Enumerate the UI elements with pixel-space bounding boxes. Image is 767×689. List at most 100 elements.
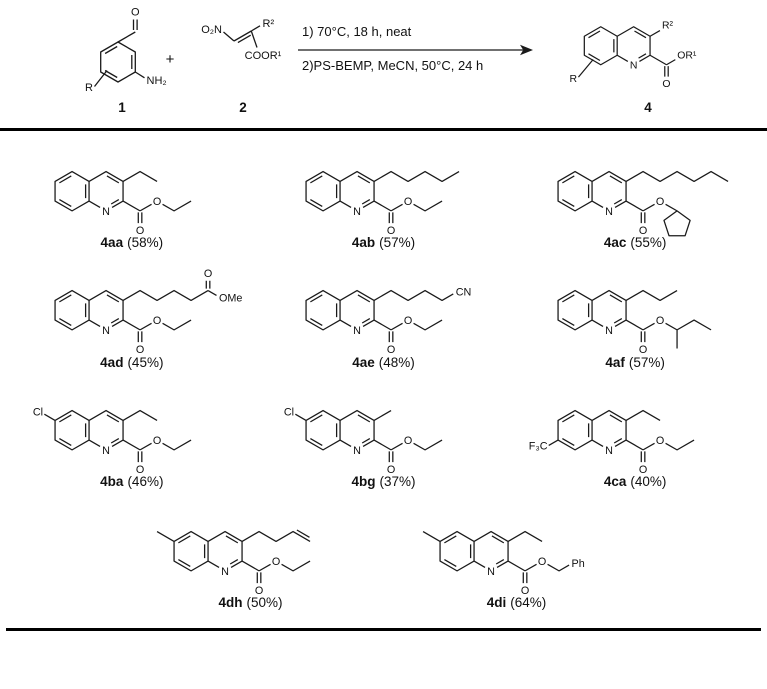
ester-bonds — [122, 319, 153, 344]
quinoline-skeleton — [54, 290, 124, 331]
atom-label-cl: Cl — [33, 406, 43, 418]
atom-label-o-ester: O — [537, 556, 545, 568]
structure-4di: N O O Ph — [422, 530, 584, 597]
atom-label-n: N — [102, 444, 110, 456]
ester-bonds — [373, 200, 404, 224]
atom-label-ph: Ph — [571, 558, 584, 570]
product-caption: 4ba(46%) — [100, 474, 163, 489]
plus-sign: + — [166, 51, 175, 68]
atom-label-o-ester: O — [404, 196, 412, 208]
secbutyl-ester — [665, 319, 712, 349]
hexyl-substituent — [625, 170, 729, 183]
structure-4dh: N O O — [156, 529, 311, 597]
atom-label-n: N — [221, 566, 229, 578]
product-yield: (37%) — [379, 473, 416, 489]
product-id: 4aa — [100, 235, 124, 251]
product-id: 4ac — [603, 235, 627, 251]
ester-bonds — [122, 200, 153, 224]
pentyl-substituent — [374, 170, 460, 183]
product-yield: (45%) — [127, 354, 164, 370]
ester-chain-substituent — [122, 281, 217, 302]
quinoline-skeleton — [172, 530, 243, 572]
ethoxy-bonds — [280, 560, 311, 572]
product-yield: (50%) — [246, 595, 283, 611]
aldehyde-bonds — [117, 19, 138, 43]
ester-bonds — [506, 560, 537, 584]
atom-label-o-carbonyl: O — [254, 585, 262, 597]
atom-label-n: N — [354, 444, 362, 456]
product-yield: (57%) — [628, 354, 665, 370]
product-id: 4di — [486, 595, 507, 611]
product-caption: 4ac(55%) — [604, 235, 667, 250]
product-id: 4af — [605, 354, 625, 370]
structure-4ad: N O O O OMe — [54, 268, 242, 356]
chloro-bond — [43, 413, 56, 421]
atom-label-o-ester: O — [656, 196, 664, 208]
r-variable-bond — [577, 59, 594, 78]
product-caption: 4ab(57%) — [352, 235, 415, 250]
product-caption: 4ca(40%) — [604, 474, 667, 489]
atom-label-nh2: NH₂ — [147, 75, 167, 87]
benzene-ring — [100, 41, 136, 83]
atom-label-o-carbonyl: O — [639, 463, 647, 475]
cyano-chain-substituent — [374, 290, 455, 302]
ethoxy-bonds — [413, 319, 444, 331]
atom-label-o-ester: O — [656, 435, 664, 447]
ester-group-bond — [250, 30, 258, 48]
product-cell: N O O Cl 4ba(46%) — [6, 380, 258, 499]
ethoxy-bonds — [161, 438, 192, 451]
product-caption: 4ae(48%) — [352, 355, 415, 370]
ring-methyl-bond — [422, 530, 440, 542]
ethyl-substituent — [625, 409, 661, 421]
ester-bonds — [240, 560, 271, 584]
atom-label-o-carbonyl: O — [136, 225, 144, 237]
product-cell: N O O 4ac(55%) — [509, 141, 761, 260]
atom-label-f3c: F₃C — [529, 440, 548, 452]
product-yield: (40%) — [630, 473, 667, 489]
divider-bottom — [6, 628, 761, 632]
atom-label-n: N — [487, 566, 495, 578]
structure-4af: N O O — [557, 290, 712, 356]
atom-label-cl: Cl — [284, 406, 294, 418]
scheme-drawing: O NH₂ R 1 + O₂N R² COOR¹ 2 — [85, 7, 697, 116]
reactant-1-structure: O NH₂ R — [85, 7, 167, 95]
product-yield: (58%) — [127, 235, 164, 251]
arrow-head — [520, 44, 533, 56]
atom-label-ome: OMe — [219, 293, 242, 305]
atom-label-o-carbonyl: O — [520, 585, 528, 597]
cyclopentyl-ester — [663, 203, 691, 237]
reaction-arrow: 1) 70°C, 18 h, neat 2)PS-BEMP, MeCN, 50°… — [298, 24, 533, 73]
r-variable-bond — [93, 70, 108, 87]
quinoline-skeleton — [583, 26, 651, 66]
ethoxy-bonds — [161, 319, 192, 331]
ester-bonds — [625, 200, 656, 224]
reactant-2-structure: O₂N R² COOR¹ — [201, 18, 281, 62]
quinoline-skeleton — [557, 290, 627, 331]
quinoline-skeleton — [305, 290, 376, 331]
methyl-substituent — [374, 409, 392, 421]
alkene-double-bond — [233, 30, 252, 44]
product-caption: 4ad(45%) — [100, 355, 163, 370]
product-yield: (64%) — [510, 595, 547, 611]
structure-4bg: N O O Cl — [284, 406, 444, 475]
ring-methyl-bond — [156, 530, 174, 542]
product-cell: N O O CN 4ae(48%) — [258, 260, 510, 379]
product-id: 4bg — [351, 473, 376, 489]
amine-bond — [134, 71, 145, 79]
reactant-2-number: 2 — [239, 100, 247, 115]
atom-label-o-ester: O — [404, 315, 412, 327]
r2-bond — [250, 25, 261, 32]
atom-label-o-carbonyl: O — [387, 463, 395, 475]
product-4-structure: N R² O OR¹ R — [569, 21, 696, 90]
structure-4ba: N O O Cl — [33, 406, 192, 475]
ester-bonds — [373, 438, 404, 463]
product-cell: N O O 4ab(57%) — [258, 141, 510, 260]
atom-label-o-ester: O — [153, 315, 161, 327]
atom-label-n: N — [605, 325, 613, 337]
quinoline-skeleton — [54, 409, 124, 451]
structure-4ac: N O O — [557, 170, 729, 237]
atom-label-o-carbonyl: O — [639, 344, 647, 356]
quinoline-skeleton — [54, 170, 124, 212]
product-caption: 4bg(37%) — [351, 474, 415, 489]
ethyl-substituent — [122, 409, 158, 421]
